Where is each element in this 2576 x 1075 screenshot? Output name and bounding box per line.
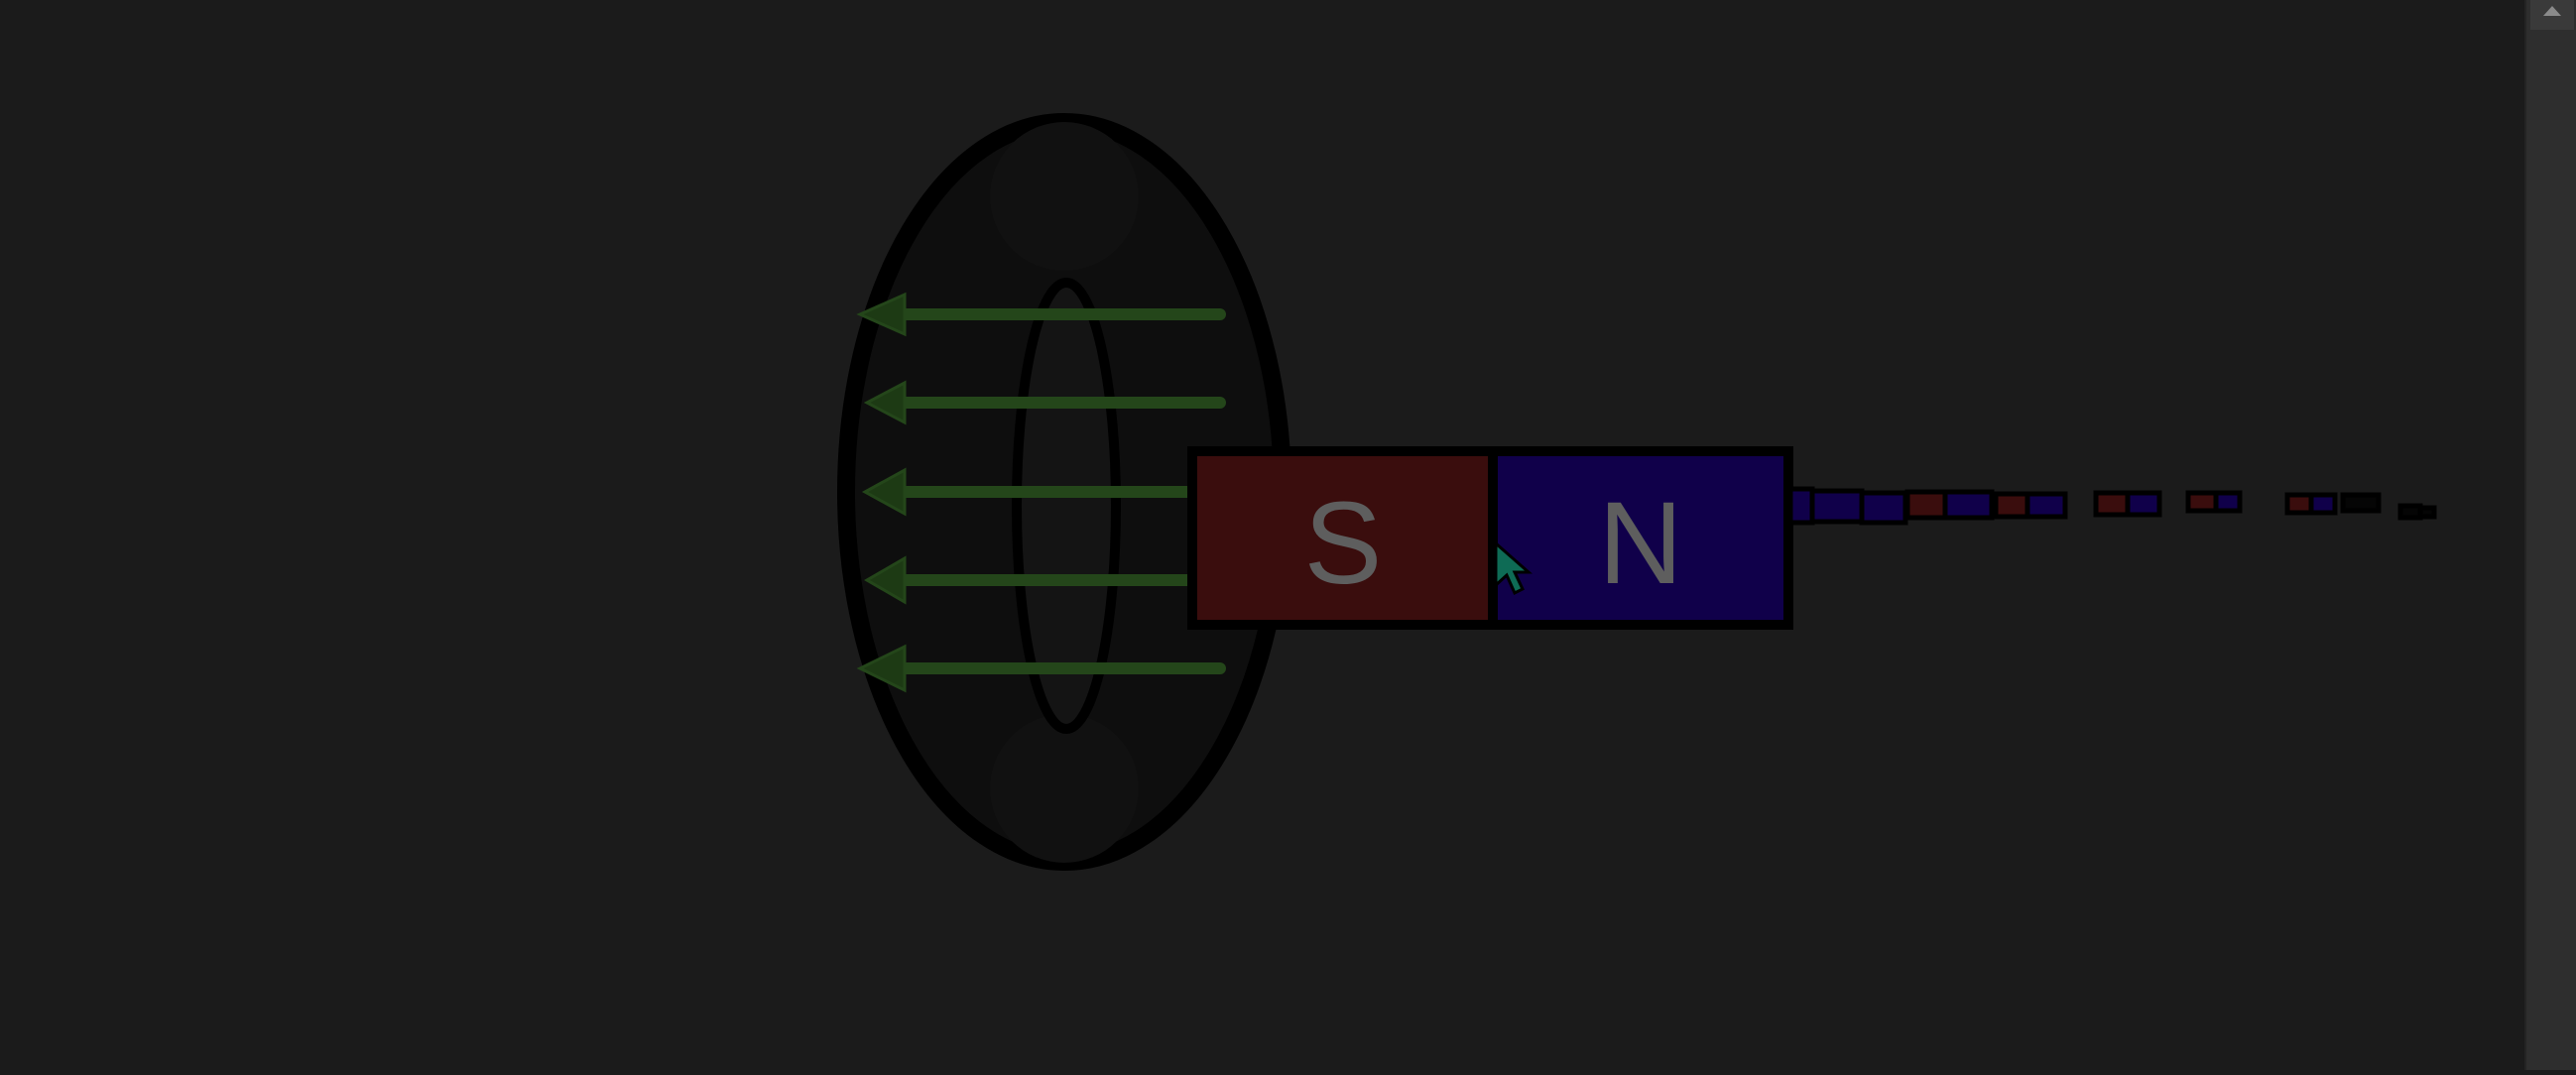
trail-magnet <box>2340 492 2382 514</box>
north-pole[interactable] <box>1488 446 1793 630</box>
field-arrow <box>861 467 1226 517</box>
south-pole[interactable] <box>1187 446 1498 630</box>
trail-magnet <box>1787 486 1815 526</box>
scroll-up-button[interactable] <box>2530 0 2574 30</box>
field-arrow <box>863 380 1226 425</box>
trail-magnet <box>1993 491 2030 520</box>
coil-inner-loop <box>1012 278 1121 734</box>
field-arrow <box>864 555 1226 605</box>
trail-magnet <box>2284 492 2314 516</box>
trail-magnet <box>1904 489 1948 521</box>
trail-magnet <box>1942 489 1995 521</box>
trail-magnet <box>2397 503 2423 521</box>
field-arrow <box>856 644 1226 693</box>
field-arrow <box>856 292 1226 337</box>
trail-magnet <box>2024 491 2068 520</box>
trail-magnet <box>1809 488 1865 525</box>
trail-magnet <box>2125 490 2162 518</box>
trail-magnet <box>2093 490 2131 518</box>
field-lines <box>856 292 1226 693</box>
trail-magnet <box>2417 505 2437 520</box>
triangle-up-icon <box>2543 6 2561 16</box>
arrow-cursor-icon <box>1494 539 1533 596</box>
trail-magnet <box>2185 490 2219 514</box>
trail-magnet <box>2213 490 2243 514</box>
magnet-motion-trail <box>1787 486 2437 526</box>
south-pole-label: S <box>1304 478 1383 609</box>
coil-top-shade <box>990 122 1139 271</box>
bar-magnet[interactable]: S N <box>1187 446 1793 630</box>
vertical-scrollbar[interactable] <box>2524 0 2576 1070</box>
simulation-stage[interactable]: S N <box>0 0 2524 1070</box>
trail-magnet <box>2308 492 2338 516</box>
trail-magnet <box>1859 490 1908 526</box>
coil-bottom-shade <box>990 714 1139 863</box>
north-pole-label: N <box>1598 478 1682 609</box>
